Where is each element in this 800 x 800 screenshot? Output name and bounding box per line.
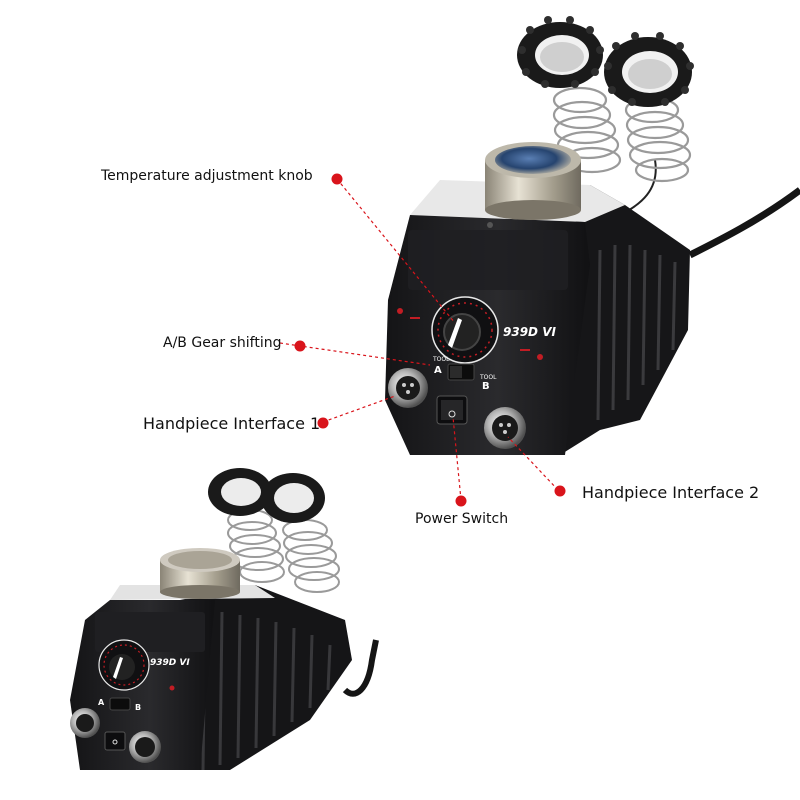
label-power-switch: Power Switch — [415, 511, 509, 527]
holder-ring-right — [604, 32, 694, 107]
tip-cleaner-canister-bottom — [160, 548, 240, 599]
power-cable-bottom — [342, 639, 379, 697]
top-soldering-station: 939D VI TOOL A TOOL B — [385, 16, 800, 455]
model-label-bottom: 939D VI — [150, 658, 190, 668]
bottom-soldering-station: 939D VI A B — [70, 468, 379, 771]
tool-selector: TOOL A TOOL B — [432, 356, 497, 392]
svg-text:TOOL: TOOL — [432, 356, 450, 363]
holder-ring-left-bottom — [208, 468, 272, 516]
model-label-top: 939D VI — [503, 325, 556, 339]
indicator-led-right — [537, 354, 543, 360]
cooling-fins — [596, 244, 677, 421]
handpiece-connector-2 — [484, 407, 526, 449]
display-window — [408, 230, 568, 290]
label-handpiece-2: Handpiece Interface 2 — [582, 483, 760, 502]
power-cable — [688, 187, 800, 259]
svg-text:B: B — [482, 381, 490, 392]
label-temperature-knob: Temperature adjustment knob — [101, 168, 313, 184]
label-handpiece-1: Handpiece Interface 1 — [143, 414, 321, 433]
svg-text:A: A — [98, 698, 105, 707]
handpiece-connector-1-bottom — [70, 708, 100, 738]
indicator-led-left — [397, 308, 403, 314]
spring-holder-right-bottom — [282, 519, 340, 593]
holder-ring-left — [517, 16, 604, 88]
callout-dot-power — [455, 495, 467, 507]
spring-holder-right — [624, 96, 692, 183]
handpiece-connector-2-bottom — [129, 731, 161, 763]
label-ab-gear: A/B Gear shifting — [163, 335, 282, 351]
holder-ring-right-bottom — [261, 473, 325, 523]
tool-selector-bottom: A B — [98, 697, 141, 712]
power-switch-bottom — [104, 731, 126, 751]
svg-text:A: A — [434, 365, 442, 376]
handpiece-connector-1 — [388, 368, 428, 408]
temperature-knob-bottom — [98, 639, 150, 691]
callout-dot-handpiece-2 — [554, 485, 566, 497]
svg-text:TOOL: TOOL — [479, 374, 497, 381]
svg-text:B: B — [135, 703, 141, 712]
callout-dot-gear — [294, 340, 306, 352]
tip-cleaner-canister — [485, 142, 581, 220]
station-side-housing — [560, 185, 690, 455]
power-switch — [436, 395, 468, 425]
temperature-knob — [431, 296, 499, 364]
callout-dots — [294, 173, 566, 507]
callout-dot-temperature — [331, 173, 343, 185]
callout-dot-handpiece-1 — [317, 417, 329, 429]
